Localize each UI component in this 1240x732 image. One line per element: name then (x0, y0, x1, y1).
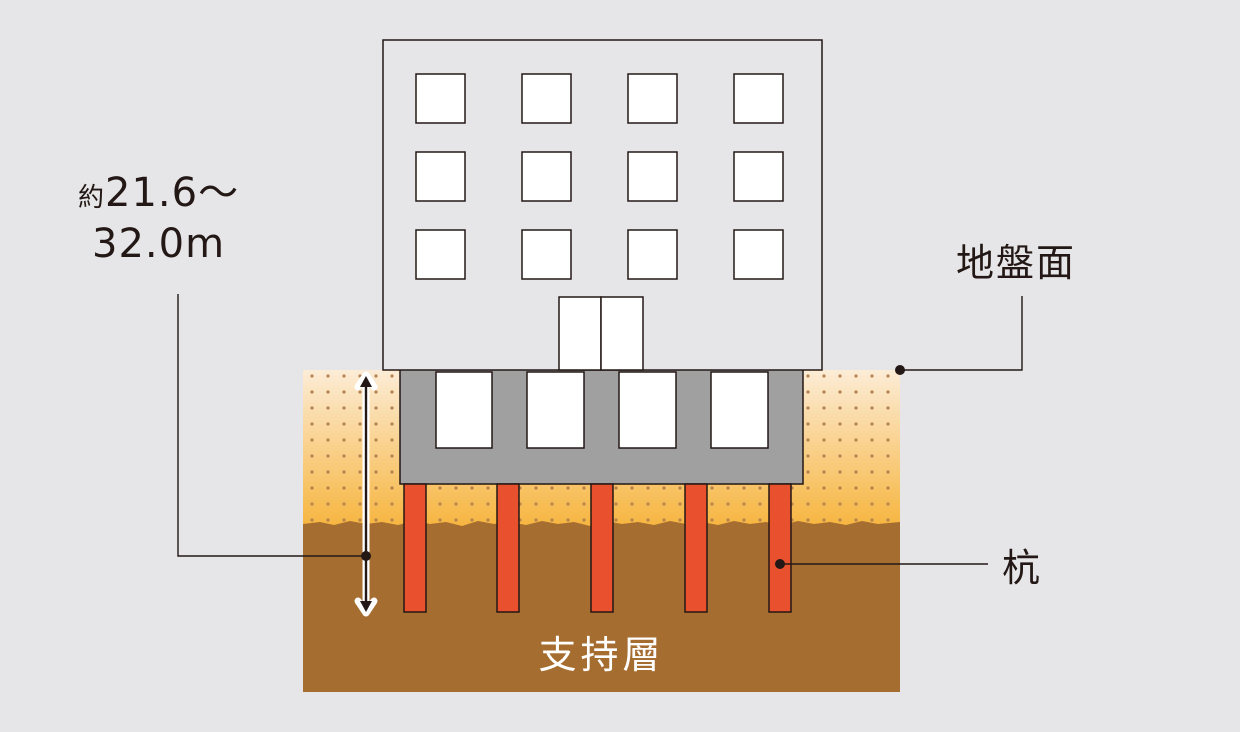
window (627, 229, 678, 280)
door-left-panel (558, 296, 602, 371)
depth-label: 約21.6〜 32.0m (78, 170, 239, 267)
basement-opening (435, 371, 493, 449)
window (627, 73, 678, 124)
building-windows (415, 73, 784, 280)
window (415, 229, 466, 280)
pile (590, 483, 614, 613)
basement-openings (435, 371, 769, 449)
window (521, 229, 572, 280)
door-right-panel (600, 296, 644, 371)
window (415, 151, 466, 202)
depth-prefix: 約 (78, 183, 106, 213)
window (733, 73, 784, 124)
pile-leader-dot-icon (775, 559, 785, 569)
pile (496, 483, 520, 613)
depth-leader-dot-icon (361, 551, 371, 561)
leader-lines (177, 294, 1023, 569)
window (733, 151, 784, 202)
pile (768, 483, 792, 613)
ground-leader-line (900, 296, 1023, 371)
depth-label-line1: 約21.6〜 (78, 170, 239, 221)
ground-surface-label: 地盤面 (956, 241, 1077, 285)
pile (684, 483, 708, 613)
window (733, 229, 784, 280)
entrance-door (558, 296, 644, 371)
bearing-layer-label: 支持層 (538, 633, 665, 677)
depth-range-start: 21.6〜 (105, 170, 240, 216)
window (521, 73, 572, 124)
window (627, 151, 678, 202)
depth-leader-line (177, 294, 366, 557)
pile (403, 483, 427, 613)
ground-leader-dot-icon (895, 365, 905, 375)
window (415, 73, 466, 124)
depth-range-end: 32.0m (92, 221, 226, 267)
basement-opening (618, 371, 677, 449)
depth-arrow-icon (354, 371, 378, 617)
pile-label: 杭 (1002, 546, 1041, 590)
basement-opening (526, 371, 585, 449)
basement-opening (710, 371, 769, 449)
window (521, 151, 572, 202)
piles (403, 483, 792, 613)
